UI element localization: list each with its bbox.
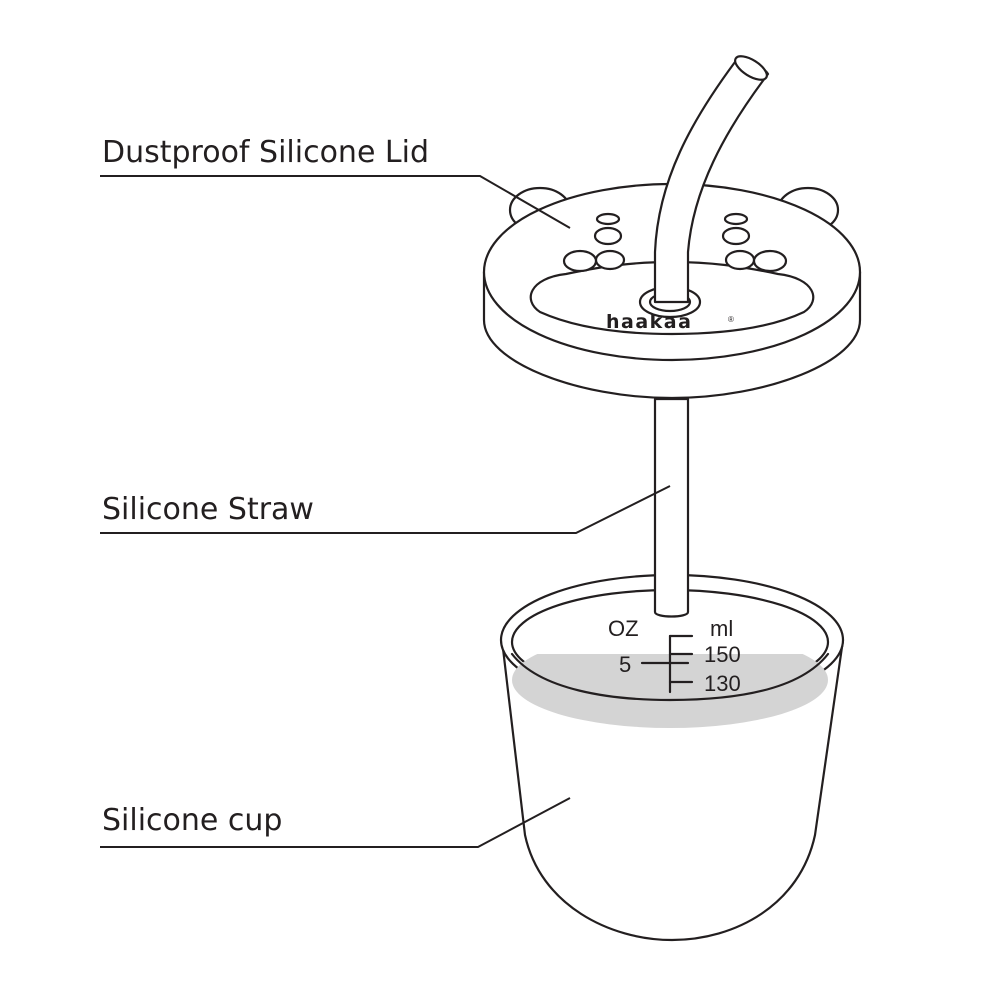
callout-lid: Dustproof Silicone Lid — [100, 135, 571, 229]
callout-cup: Silicone cup — [100, 797, 571, 848]
lid-cheek-right-outer — [752, 249, 788, 273]
lid-cheek-left-inner — [594, 249, 626, 271]
scale-unit-ml: ml — [710, 616, 733, 641]
label-cup: Silicone cup — [102, 803, 282, 838]
lid-eye-left-top — [595, 212, 621, 226]
brand-logo: haakaa — [606, 311, 692, 333]
silicone-cup — [499, 573, 845, 942]
measurement-scale: OZ ml 5 150 130 — [608, 616, 741, 696]
scale-unit-oz: OZ — [608, 616, 639, 641]
lid-cheek-left-outer — [562, 249, 598, 273]
label-lid: Dustproof Silicone Lid — [102, 135, 429, 170]
brand-registered-mark: ® — [728, 315, 734, 324]
straw-lower — [653, 397, 690, 618]
silicone-straw — [653, 397, 690, 618]
scale-oz-5: 5 — [619, 652, 631, 677]
scale-ml-150: 150 — [704, 642, 741, 667]
straw-top-opening — [734, 55, 768, 81]
lid-eye-right-top — [723, 212, 749, 226]
label-straw: Silicone Straw — [102, 492, 314, 527]
lid-cheek-right-inner — [724, 249, 756, 271]
lid-eye-right-bottom — [721, 226, 751, 246]
straw-upper — [653, 55, 770, 304]
callout-straw: Silicone Straw — [100, 485, 671, 534]
lid-eye-left-bottom — [593, 226, 623, 246]
scale-ml-130: 130 — [704, 671, 741, 696]
